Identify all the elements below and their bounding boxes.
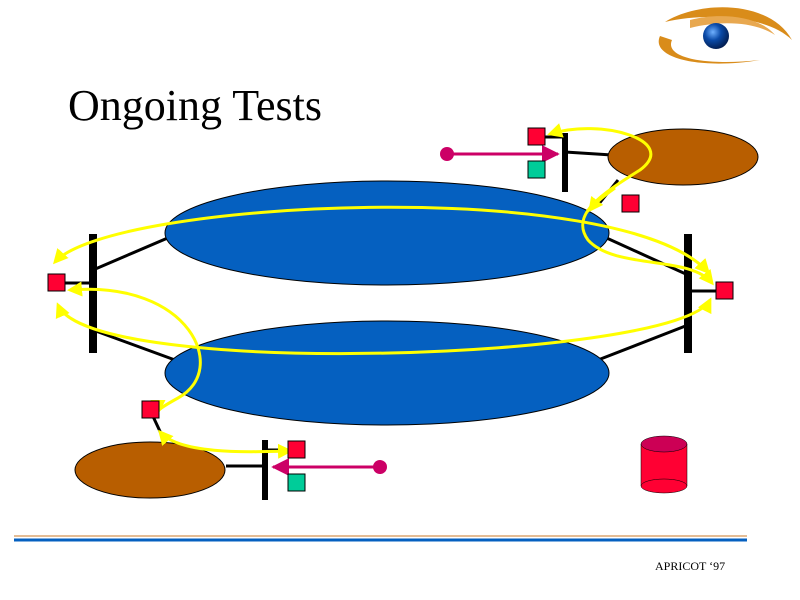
database-cylinder-icon xyxy=(640,435,688,494)
magenta-arrow-top xyxy=(440,145,560,163)
router-node-top-left xyxy=(527,127,546,146)
host-node-bottom xyxy=(287,473,306,492)
line-top-bus-site xyxy=(564,150,613,157)
router-node-top-right xyxy=(621,194,640,213)
logo-globe xyxy=(703,23,729,49)
bus-bar-left xyxy=(89,234,97,353)
database-top xyxy=(640,435,688,453)
logo xyxy=(658,7,792,64)
router-node-right xyxy=(715,281,734,300)
bottom-rules xyxy=(14,535,747,542)
slide-title: Ongoing Tests xyxy=(68,81,323,130)
host-node-top xyxy=(527,160,546,179)
bus-bar-bottom xyxy=(262,440,268,500)
yellow-left-swirl xyxy=(67,281,202,415)
bus-bar-right xyxy=(684,234,692,353)
router-node-bottom xyxy=(287,440,306,459)
nodes xyxy=(47,127,734,492)
magenta-arrow-bottom xyxy=(271,458,387,476)
yellow-test-paths xyxy=(52,123,714,459)
site-ellipse-bottom-left xyxy=(74,441,226,499)
logo-swoosh-upper xyxy=(665,7,792,40)
network-ellipse-upper xyxy=(164,180,610,286)
bus-bar-top xyxy=(562,133,568,192)
line-right-bus-bottom xyxy=(597,323,689,362)
line-left-bus-bottom xyxy=(92,328,176,362)
router-node-bottom-left xyxy=(141,400,160,419)
router-node-left xyxy=(47,273,66,292)
database-bottom xyxy=(640,478,688,494)
line-left-bus-top xyxy=(92,235,171,272)
yellow-top-short xyxy=(588,186,616,213)
logo-swoosh-inner xyxy=(690,16,775,35)
yellow-bottom-router-site xyxy=(158,429,293,459)
slide-footer: APRICOT ‘97 xyxy=(655,559,726,573)
network-ellipse-lower xyxy=(164,320,610,426)
